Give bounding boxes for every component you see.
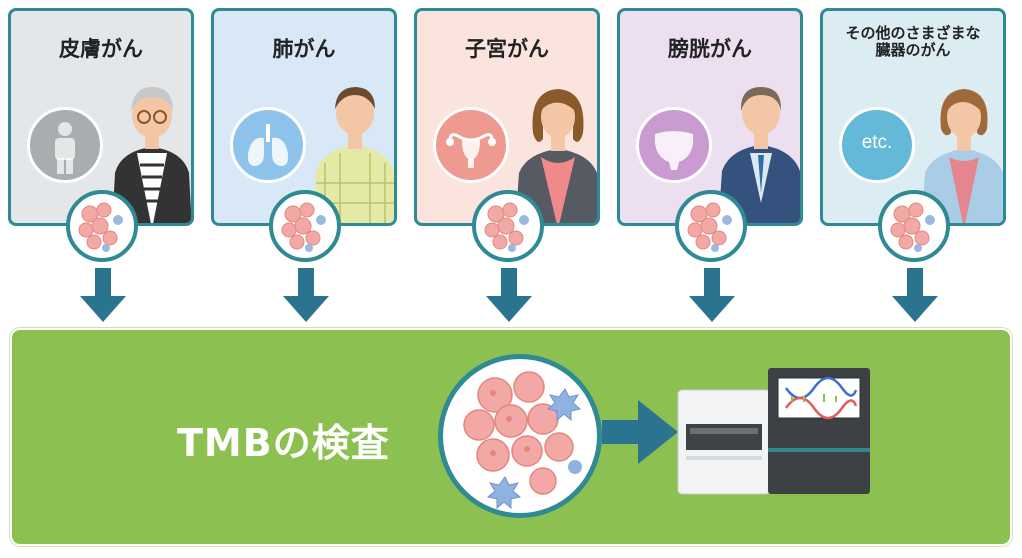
card-skin-cancer: 皮膚がん: [8, 8, 194, 226]
bladder-icon: [636, 107, 712, 183]
cell-sample-icon: [675, 190, 747, 262]
arrow-down-icon: [689, 268, 735, 322]
card-title: 子宮がん: [465, 37, 549, 61]
cell-sample-icon: [878, 190, 950, 262]
etc-icon: etc.: [839, 107, 915, 183]
cell-sample-icon: [472, 190, 544, 262]
person-illustration: [112, 87, 191, 223]
person-silhouette-icon: [27, 107, 103, 183]
uterus-icon: [433, 107, 509, 183]
cell-sample-icon: [66, 190, 138, 262]
arrow-down-icon: [892, 268, 938, 322]
card-title: その他のさまざまな 臓器のがん: [845, 24, 981, 60]
card-title: 肺がん: [272, 37, 336, 61]
tumor-cells-icon: [438, 354, 602, 518]
tmb-test-panel: TMBの検査: [10, 328, 1012, 546]
arrow-down-icon: [80, 268, 126, 322]
lungs-icon: [230, 107, 306, 183]
cell-sample-icon: [269, 190, 341, 262]
gene-sequencer-icon: [677, 368, 870, 495]
card-uterine-cancer: 子宮がん: [414, 8, 600, 226]
card-title: 膀胱がん: [668, 37, 752, 61]
arrow-down-icon: [283, 268, 329, 322]
etc-text: etc.: [861, 132, 893, 153]
card-lung-cancer: 肺がん: [211, 8, 397, 226]
card-other-cancers: その他のさまざまな 臓器のがん etc.: [820, 8, 1006, 226]
card-bladder-cancer: 膀胱がん: [617, 8, 803, 226]
arrow-down-icon: [486, 268, 532, 322]
card-title: 皮膚がん: [59, 37, 143, 61]
arrow-right-icon: [602, 400, 678, 464]
tmb-test-label: TMBの検査: [177, 421, 390, 465]
